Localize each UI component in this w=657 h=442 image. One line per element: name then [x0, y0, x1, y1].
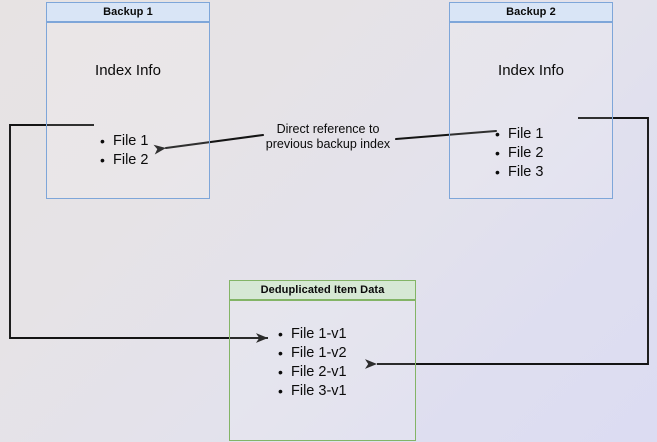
backup-2-file-list: File 1 File 2 File 3: [495, 125, 543, 182]
deduplicated-file-list: File 1-v1 File 1-v2 File 2-v1 File 3-v1: [278, 325, 347, 401]
list-item[interactable]: File 3: [495, 163, 543, 182]
edge-label-direct-reference: Direct reference to previous backup inde…: [265, 122, 391, 151]
node-backup-2-header: Backup 2: [449, 2, 613, 22]
node-deduplicated-item-data[interactable]: Deduplicated Item Data File 1-v1 File 1-…: [229, 280, 416, 441]
list-item[interactable]: File 1: [495, 125, 543, 144]
list-item[interactable]: File 1-v1: [278, 325, 347, 344]
list-item[interactable]: File 3-v1: [278, 382, 347, 401]
list-item[interactable]: File 2-v1: [278, 363, 347, 382]
node-backup-1[interactable]: Backup 1 Index Info File 1 File 2: [46, 2, 210, 199]
list-item[interactable]: File 1-v2: [278, 344, 347, 363]
backup-1-index-info-label: Index Info: [95, 62, 161, 79]
node-backup-2-body: Index Info File 1 File 2 File 3: [449, 22, 613, 199]
list-item[interactable]: File 1: [100, 132, 148, 151]
node-backup-1-body: Index Info File 1 File 2: [46, 22, 210, 199]
node-deduplicated-item-data-body: File 1-v1 File 1-v2 File 2-v1 File 3-v1: [229, 300, 416, 441]
backup-2-index-info-label: Index Info: [498, 62, 564, 79]
node-backup-2[interactable]: Backup 2 Index Info File 1 File 2 File 3: [449, 2, 613, 199]
list-item[interactable]: File 2: [100, 151, 148, 170]
backup-1-file-list: File 1 File 2: [100, 132, 148, 170]
node-deduplicated-item-data-header: Deduplicated Item Data: [229, 280, 416, 300]
list-item[interactable]: File 2: [495, 144, 543, 163]
node-backup-1-header: Backup 1: [46, 2, 210, 22]
